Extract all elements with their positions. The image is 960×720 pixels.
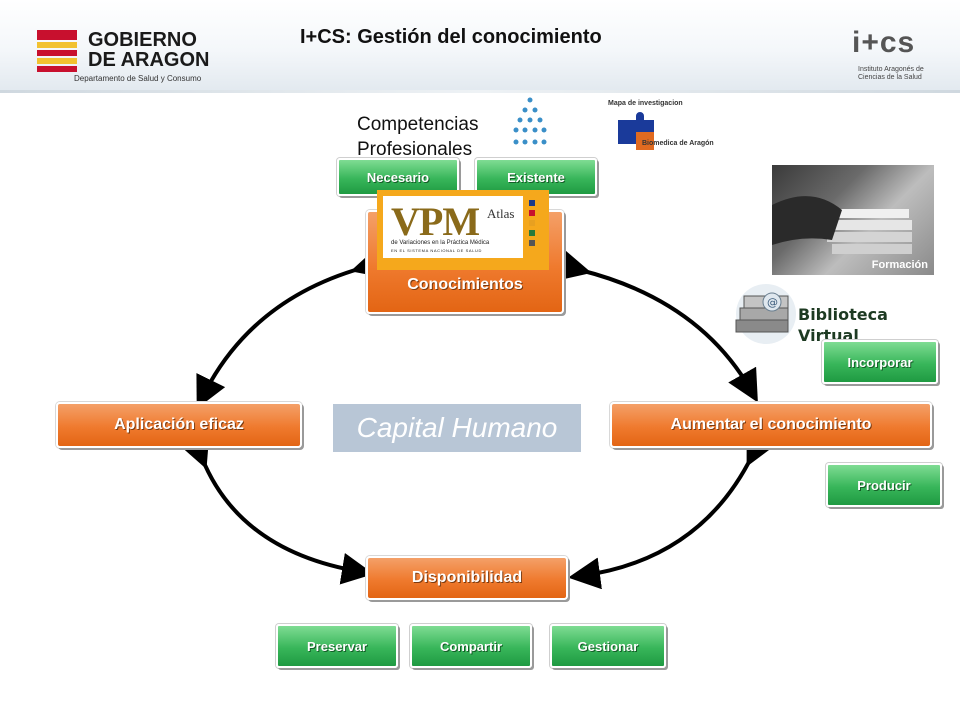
aplicacion-eficaz-node[interactable]: Aplicación eficaz xyxy=(56,402,302,448)
aumentar-conocimiento-node[interactable]: Aumentar el conocimiento xyxy=(610,402,932,448)
biblioteca-line1: Biblioteca xyxy=(798,305,888,324)
page-title: I+CS: Gestión del conocimiento xyxy=(300,26,602,48)
formacion-image: Formación xyxy=(772,165,934,275)
vpm-square-icon xyxy=(529,210,535,216)
producir-button[interactable]: Producir xyxy=(826,463,942,507)
gobierno-aragon-logo: GOBIERNO DE ARAGON Departamento de Salud… xyxy=(34,30,234,86)
header-band xyxy=(0,0,960,92)
vpm-square-icon xyxy=(529,220,535,226)
puzzle-icon xyxy=(618,112,654,150)
logo-left-text: GOBIERNO DE ARAGON xyxy=(88,30,209,70)
gestionar-button[interactable]: Gestionar xyxy=(550,624,666,668)
vpm-logo-panel: VPM Atlas de Variaciones en la Práctica … xyxy=(383,196,523,258)
books-photo-icon xyxy=(772,196,912,254)
necesario-button[interactable]: Necesario xyxy=(337,158,459,196)
logo-left-line1: GOBIERNO xyxy=(88,29,197,51)
logo-left-line2: DE ARAGON xyxy=(88,49,210,71)
logo-left-sub: Departamento de Salud y Consumo xyxy=(74,74,202,83)
header-divider xyxy=(0,90,960,93)
mapa-sub: Biomedica de Aragón xyxy=(642,140,714,147)
formacion-label: Formación xyxy=(871,259,928,271)
vpm-square-icon xyxy=(529,200,535,206)
incorporar-button[interactable]: Incorporar xyxy=(822,340,938,384)
disponibilidad-node[interactable]: Disponibilidad xyxy=(366,556,568,600)
arrow-bottom-left xyxy=(179,433,374,585)
competencias-label: Competencias Profesionales xyxy=(357,112,478,162)
vpm-square-icon xyxy=(529,230,535,236)
vpm-square-icon xyxy=(529,240,535,246)
arrow-top-left xyxy=(196,247,386,409)
arrow-top-right xyxy=(556,249,758,403)
preservar-button[interactable]: Preservar xyxy=(276,624,398,668)
arrow-bottom-right xyxy=(568,430,776,590)
vpm-logo-text: VPM xyxy=(391,199,480,244)
biblioteca-books-icon: @ xyxy=(735,284,796,344)
competencias-line2: Profesionales xyxy=(357,139,473,160)
ics-logo-mark: i+cs xyxy=(852,26,916,59)
capital-humano-label: Capital Humano xyxy=(333,404,581,452)
vpm-atlas-logo: VPM Atlas de Variaciones en la Práctica … xyxy=(377,190,549,270)
compartir-button[interactable]: Compartir xyxy=(410,624,532,668)
vpm-sub2-text: EN EL SISTEMA NACIONAL DE SALUD xyxy=(391,248,482,253)
aragon-shield-icon xyxy=(37,30,77,72)
ics-logo: i+cs Instituto Aragonés de Ciencias de l… xyxy=(852,26,942,90)
people-pyramid-icon xyxy=(513,97,547,145)
mapa-title: Mapa de investigacion xyxy=(608,100,683,107)
vpm-sub-text: de Variaciones en la Práctica Médica xyxy=(391,240,490,246)
vpm-atlas-text: Atlas xyxy=(487,206,515,221)
competencias-line1: Competencias xyxy=(357,114,479,135)
conocimientos-label: Conocimientos xyxy=(407,276,523,293)
ics-logo-sub: Instituto Aragonés de Ciencias de la Sal… xyxy=(858,66,924,81)
mapa-investigacion-logo: Mapa de investigacion Biomedica de Aragó… xyxy=(606,98,736,160)
svg-text:@: @ xyxy=(767,296,778,309)
